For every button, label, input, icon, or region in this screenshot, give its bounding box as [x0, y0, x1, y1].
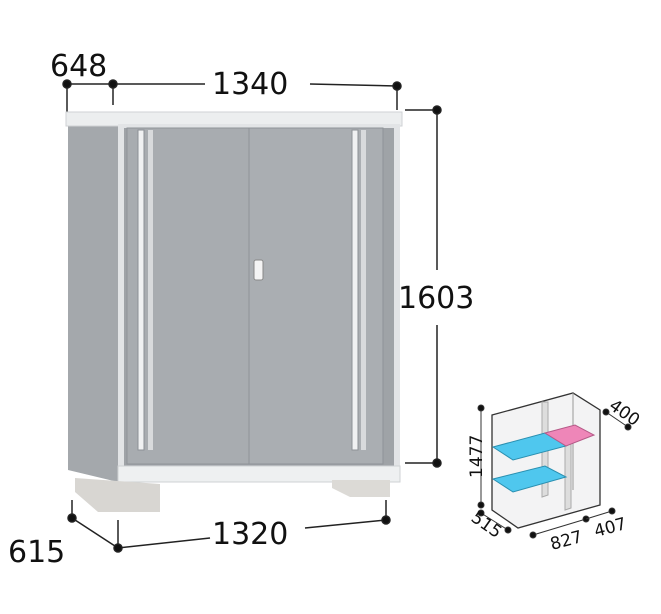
side-shelf-pink — [543, 424, 596, 447]
side-shelf-depth-label: 400 — [605, 396, 643, 431]
shed-side-panel — [68, 118, 118, 482]
width-bottom-label: 1320 — [212, 517, 288, 552]
inner-layout-diagram: 1477 515 827 407 400 — [467, 392, 643, 555]
lower-shelf-blue — [491, 465, 568, 493]
shed-roof — [65, 111, 403, 127]
inner-height-label: 1477 — [467, 435, 487, 478]
door-lock-handle — [253, 259, 264, 281]
storage-shed — [65, 111, 403, 512]
shed-base-rail — [117, 465, 401, 483]
inner-width-main-label: 827 — [548, 527, 585, 555]
inner-width-side-label: 407 — [592, 514, 629, 542]
right-foundation-block — [332, 480, 390, 497]
left-door-handle-rail — [137, 129, 145, 451]
right-door-rail — [361, 130, 366, 450]
left-door — [126, 127, 250, 465]
right-door-handle-rail — [351, 129, 359, 451]
depth-top-label: 648 — [50, 49, 107, 84]
left-foundation-block — [75, 478, 160, 512]
right-door — [248, 127, 384, 465]
dimension-lines — [62, 79, 442, 553]
depth-bottom-label: 615 — [8, 535, 65, 570]
height-label: 1603 — [398, 281, 474, 316]
left-door-rail — [148, 130, 153, 450]
width-top-label: 1340 — [212, 67, 288, 102]
